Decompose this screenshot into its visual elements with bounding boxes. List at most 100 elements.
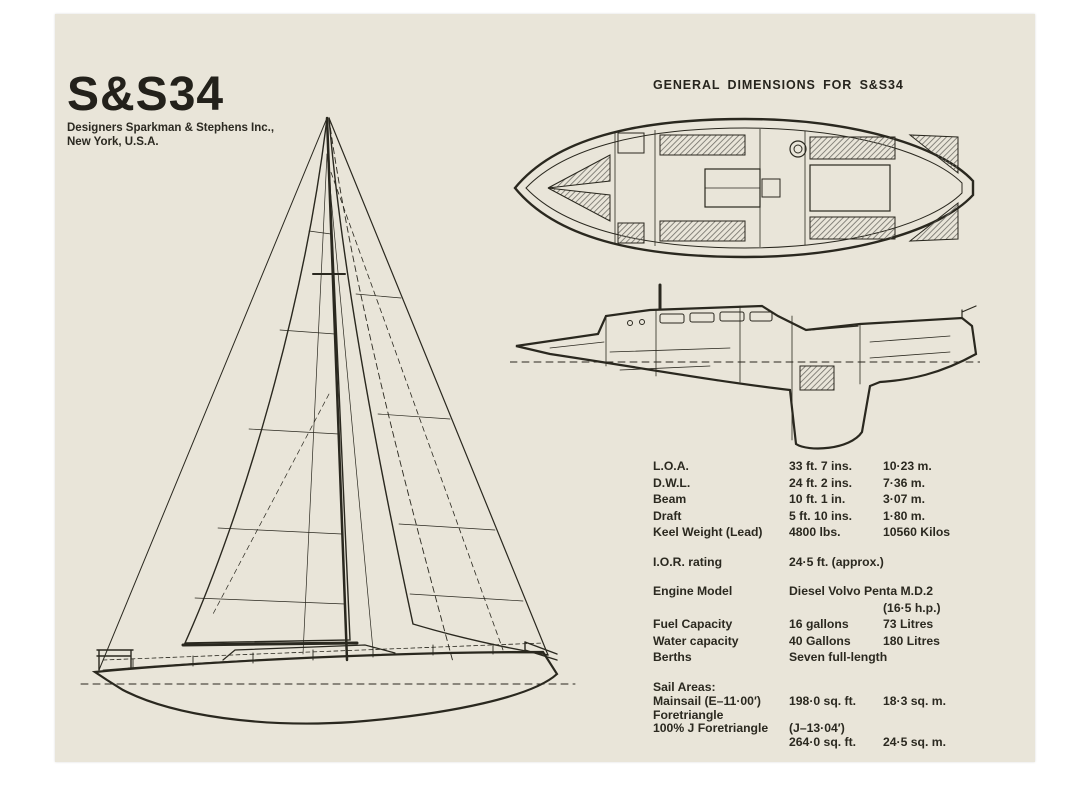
cabin-window (749, 311, 773, 322)
profile-hull-outline (515, 304, 978, 450)
bow-pulpit (524, 641, 558, 661)
spec-imperial (789, 679, 883, 696)
title-block: S&S34 Designers Sparkman & Stephens Inc.… (67, 68, 275, 149)
spec-label: Engine Model (653, 584, 733, 598)
engine-box (799, 365, 835, 391)
brochure-sheet: S&S34 Designers Sparkman & Stephens Inc.… (55, 14, 1035, 762)
spec-row: Berths Seven full-length (653, 649, 1028, 666)
companionway (761, 178, 781, 198)
portlight (639, 319, 645, 325)
spec-metric (883, 554, 1028, 571)
spec-row: 100% J Foretriangle (J–13·04′) (653, 721, 1028, 736)
spec-metric (883, 709, 1028, 723)
cockpit-seat-stbd (809, 136, 896, 160)
spec-label: L.O.A. (653, 459, 689, 473)
spec-imperial: 4800 lbs. (789, 525, 841, 539)
lifeline (102, 642, 544, 661)
spec-row: 264·0 sq. ft. 24·5 sq. m. (653, 734, 1028, 750)
spec-row: Beam 10 ft. 1 in. 3·07 m. (653, 491, 1028, 508)
spec-imperial: 264·0 sq. ft. (789, 734, 857, 749)
spec-row: Sail Areas: (653, 679, 1028, 696)
deck-inner-line (525, 127, 963, 249)
designer-line-1: Designers Sparkman & Stephens Inc., (67, 122, 275, 134)
spec-row: Mainsail (E–11·00′) 198·0 sq. ft. 18·3 sq.… (653, 694, 1028, 709)
v-berth-stbd (547, 154, 611, 189)
spec-metric (883, 722, 1028, 736)
spec-row: Keel Weight (Lead) 4800 lbs. 10560 Kilos (653, 524, 1028, 541)
spec-metric: 7·36 m. (883, 475, 926, 490)
spec-row: Fuel Capacity 16 gallons 73 Litres (653, 616, 1028, 633)
spec-imperial: 40 Gallons (789, 633, 851, 648)
dimensions-heading: GENERAL DIMENSIONS FOR S&S34 (653, 78, 904, 92)
spec-label: Fuel Capacity (653, 617, 733, 631)
boom (181, 641, 359, 647)
cabin-window (689, 312, 715, 323)
spec-imperial: Diesel Volvo Penta M.D.2 (789, 584, 934, 598)
spec-metric: 1·80 m. (883, 508, 926, 523)
winch (789, 140, 807, 158)
aft-deck-port (908, 201, 959, 242)
spec-imperial (789, 600, 883, 617)
spec-label: 100% J Foretriangle (653, 721, 769, 735)
stern-pulpit (96, 649, 134, 671)
settee-stbd (659, 134, 746, 156)
spec-imperial: 10 ft. 1 in. (789, 492, 846, 506)
interior-profile-drawing (510, 283, 980, 450)
spec-label (653, 736, 789, 750)
settee-port (659, 220, 746, 242)
spec-row: Engine Model Diesel Volvo Penta M.D.2 (653, 583, 1028, 600)
spec-metric: 24·5 sq. m. (883, 734, 946, 749)
spec-label: Keel Weight (Lead) (653, 525, 763, 539)
spec-table: L.O.A.33 ft. 7 ins.10·23 m. D.W.L.24 ft.… (653, 458, 1028, 749)
spec-label: Water capacity (653, 633, 739, 648)
sail-plan-drawing (80, 116, 576, 725)
designer-line-2: New York, U.S.A. (67, 136, 159, 148)
spec-metric (883, 649, 1028, 666)
cabin-window (659, 313, 685, 324)
spec-label (653, 600, 789, 617)
spec-row: D.W.L.24 ft. 2 ins.7·36 m. (653, 475, 1028, 492)
spec-metric: 180 Litres (883, 633, 940, 648)
spec-metric (883, 583, 1028, 600)
mainsail (183, 117, 351, 644)
genoa (328, 117, 549, 656)
spec-label: Mainsail (E–11·00′) (653, 694, 761, 708)
spec-label: Berths (653, 650, 692, 664)
spec-label: Foretriangle (653, 707, 724, 722)
spec-imperial: (J–13·04′) (789, 721, 845, 735)
stern-rail (961, 305, 977, 319)
spec-label: Beam (653, 492, 687, 506)
v-berth-port (547, 187, 611, 222)
spec-row: I.O.R. rating 24·5 ft. (approx.) (653, 554, 1028, 571)
spec-metric: 18·3 sq. m. (883, 694, 946, 708)
spec-imperial: 33 ft. 7 ins. (789, 459, 852, 473)
cabin-window (719, 311, 745, 322)
spec-imperial: 24 ft. 2 ins. (789, 475, 852, 490)
spec-metric: 73 Litres (883, 617, 934, 631)
spec-row: L.O.A. 33 ft. 7 ins. 10·23 m. (653, 458, 1028, 475)
spec-metric (883, 679, 1028, 696)
spec-metric: 10560 Kilos (883, 525, 951, 539)
spec-metric: 10·23 m. (883, 459, 932, 473)
spec-row: Water capacity 40 Gallons 180 Litres (653, 633, 1028, 650)
cockpit-seat-port (809, 216, 896, 240)
spec-imperial: Seven full-length (789, 650, 888, 664)
deck-plan-drawing (513, 117, 975, 259)
spec-imperial: 16 gallons (789, 617, 849, 631)
spec-metric: 3·07 m. (883, 492, 926, 506)
deck-hull-outline (513, 117, 975, 259)
aft-deck-stbd (908, 134, 959, 175)
spec-imperial: 24·5 ft. (approx.) (789, 554, 884, 569)
page-title: S&S34 (67, 68, 225, 121)
cockpit-well (809, 164, 891, 212)
backstay (98, 117, 328, 671)
spec-label: I.O.R. rating (653, 554, 723, 569)
spec-label: Sail Areas: (653, 679, 716, 694)
spec-label: Draft (653, 508, 682, 523)
head-compartment (617, 132, 645, 154)
hull-outline (91, 650, 559, 725)
spec-row: (16·5 h.p.) (653, 600, 1028, 617)
forestay (328, 117, 549, 656)
spec-imperial: 198·0 sq. ft. (789, 694, 857, 708)
